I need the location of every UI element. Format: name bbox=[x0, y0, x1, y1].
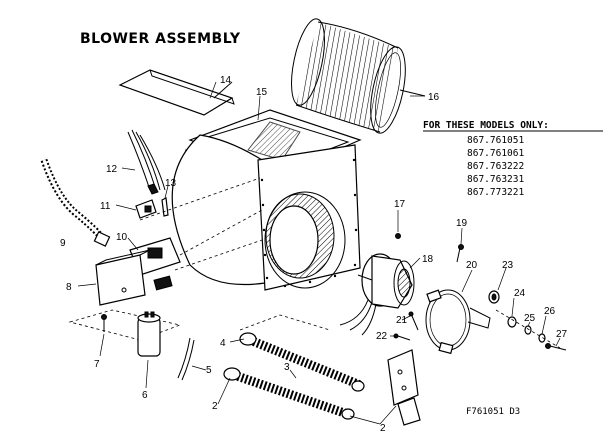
callout-23: 23 bbox=[502, 260, 514, 271]
callout-17: 17 bbox=[394, 199, 406, 210]
blower-motor bbox=[339, 253, 415, 336]
clip bbox=[161, 197, 169, 217]
wire-harness bbox=[127, 129, 166, 195]
models-list: FOR THESE MODELS ONLY: 867.761051 867.76… bbox=[423, 120, 603, 198]
callout-6: 6 bbox=[142, 390, 148, 401]
capacitor bbox=[68, 309, 182, 357]
relay bbox=[135, 199, 157, 219]
callout-20: 20 bbox=[466, 260, 478, 271]
model-number: 867.773221 bbox=[467, 187, 524, 198]
flexible-conduit bbox=[40, 158, 111, 247]
drawing-code: F761051 D3 bbox=[466, 407, 520, 417]
callout-24: 24 bbox=[514, 288, 526, 299]
callout-16: 16 bbox=[428, 92, 440, 103]
motor-mount-band bbox=[425, 289, 491, 355]
callout-21: 21 bbox=[396, 315, 408, 326]
callout-12: 12 bbox=[106, 164, 118, 175]
bolts bbox=[393, 311, 419, 341]
callout-7: 7 bbox=[94, 359, 100, 370]
grommet bbox=[488, 290, 500, 304]
callout-9: 9 bbox=[60, 238, 66, 249]
motor-mount-rails bbox=[223, 314, 365, 420]
hardware-stack bbox=[495, 309, 567, 351]
callout-leaders bbox=[77, 81, 561, 425]
callout-4: 4 bbox=[220, 338, 226, 349]
bolt bbox=[456, 244, 464, 263]
strap bbox=[177, 337, 195, 381]
housing-screw bbox=[395, 233, 401, 239]
callout-3: 3 bbox=[284, 362, 290, 373]
model-number: 867.763222 bbox=[467, 161, 524, 172]
callout-5: 5 bbox=[206, 365, 212, 376]
diagram-title: BLOWER ASSEMBLY bbox=[80, 31, 241, 47]
callout-2: 2 bbox=[380, 423, 386, 434]
callout-27: 27 bbox=[556, 329, 568, 340]
screw bbox=[101, 314, 107, 332]
callout-25: 25 bbox=[524, 313, 536, 324]
model-number: 867.761061 bbox=[467, 148, 524, 159]
model-number: 867.763231 bbox=[467, 174, 524, 185]
callout-13: 13 bbox=[165, 178, 177, 189]
blower-wheel bbox=[291, 18, 426, 134]
callout-22: 22 bbox=[376, 331, 388, 342]
callout-26: 26 bbox=[544, 306, 556, 317]
rail-bracket bbox=[387, 349, 421, 426]
callout-18: 18 bbox=[422, 254, 434, 265]
callout-numbers: 14 15 16 12 13 11 17 9 10 18 19 20 23 8 … bbox=[60, 75, 568, 434]
callout-14: 14 bbox=[220, 75, 232, 86]
callout-11: 11 bbox=[100, 201, 111, 212]
callout-19: 19 bbox=[456, 218, 468, 229]
callout-10: 10 bbox=[116, 232, 128, 243]
top-cover-panel bbox=[118, 69, 235, 116]
callout-15: 15 bbox=[256, 87, 268, 98]
callout-8: 8 bbox=[66, 282, 72, 293]
blower-housing bbox=[171, 109, 362, 291]
models-heading: FOR THESE MODELS ONLY: bbox=[423, 120, 549, 131]
control-box bbox=[95, 237, 181, 306]
model-number: 867.761051 bbox=[467, 135, 524, 146]
callout-2: 2 bbox=[212, 401, 218, 412]
